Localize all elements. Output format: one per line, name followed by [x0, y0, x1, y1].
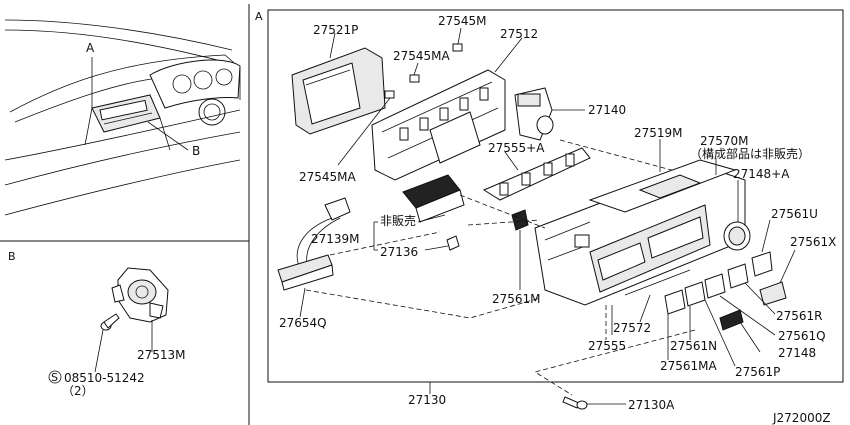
screw-symbol-circle: [48, 370, 62, 384]
label-p27561x: 27561X: [790, 235, 836, 249]
overview-callout-a: A: [86, 41, 95, 55]
label-p27555: 27555: [588, 339, 626, 353]
label-p27148a: 27148+A: [733, 167, 790, 181]
part-27521p-panel: [291, 32, 386, 135]
label-p27130a: 27130A: [628, 398, 675, 412]
label-27513m: 27513M: [137, 348, 186, 362]
screw-08510-51242: [94, 313, 120, 373]
part-not-sold-module: [402, 174, 465, 223]
label-p27570m: 27570M: [700, 134, 749, 148]
label-p27561p: 27561P: [735, 365, 780, 379]
part-27512-bracket: [371, 37, 523, 181]
label-p27519m: 27519M: [634, 126, 683, 140]
label-diagram-code: J272000Z: [772, 411, 831, 425]
bracket-27139m: [373, 214, 449, 251]
overview-callout-b: B: [192, 144, 200, 158]
label-p27521p: 27521P: [313, 23, 358, 37]
label-p27561ma: 27561MA: [660, 359, 718, 373]
label-p27555a: 27555+A: [488, 141, 545, 155]
label-p27136: 27136: [380, 245, 418, 259]
assembly-guides: [305, 194, 696, 396]
layout-frame: [0, 4, 844, 425]
label-p27545m: 27545M: [438, 14, 487, 28]
label-screw-qty: （2）: [62, 384, 94, 398]
label-p27561u: 27561U: [771, 207, 818, 221]
label-p27561n: 27561N: [670, 339, 717, 353]
section-a-label: A: [255, 10, 263, 23]
screw-symbol: S: [51, 371, 58, 384]
part-27572-strip: [624, 269, 691, 323]
part-27136: [446, 235, 460, 251]
label-p27561m: 27561M: [492, 292, 541, 306]
part-27130-housing: [534, 159, 751, 306]
part-27130a-screw: [562, 396, 626, 410]
label-p27545ma-left: 27545MA: [299, 170, 357, 184]
part-27139m-harness: [296, 197, 351, 269]
part-27555a-bracket: [482, 147, 591, 201]
part-labels: 27521P 27545M 27545MA 27512 27140 27519M 27570…: [279, 14, 836, 425]
label-p27148: 27148: [778, 346, 816, 360]
part-27140-switch: [514, 87, 691, 176]
button-parts-27561: [664, 219, 796, 367]
label-p27572: 27572: [613, 321, 651, 335]
label-p27561r: 27561R: [776, 309, 823, 323]
label-08510-51242: 08510-51242: [64, 371, 145, 385]
label-p27654q: 27654Q: [279, 316, 327, 330]
label-p27139m: 27139M: [311, 232, 360, 246]
label-note-not-sold: （構成部品は非販売）: [690, 146, 810, 161]
label-not-sold: 非販売: [380, 213, 416, 228]
part-27513m-motor: [111, 267, 169, 352]
part-27654q-connector: [277, 254, 334, 318]
part-27561m: [511, 209, 529, 290]
label-p27545ma-top: 27545MA: [393, 49, 451, 63]
screws-27545: [337, 27, 463, 166]
label-p27561q: 27561Q: [778, 329, 826, 343]
label-p27512: 27512: [500, 27, 538, 41]
label-p27140: 27140: [588, 103, 626, 117]
dashboard-overview: [4, 19, 241, 216]
section-b-label: B: [8, 250, 16, 263]
label-p27130: 27130: [408, 393, 446, 407]
